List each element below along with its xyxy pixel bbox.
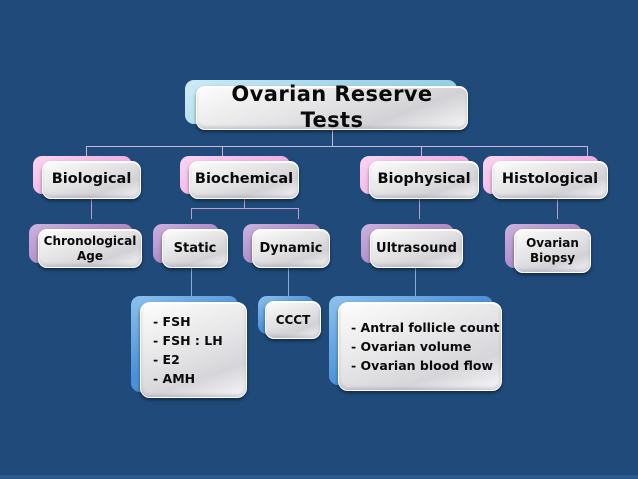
biophysical-node[interactable]: Biophysical bbox=[369, 161, 479, 199]
list-item: - FSH bbox=[153, 314, 191, 329]
list-item: - Ovarian volume bbox=[351, 339, 472, 354]
connector-histological-to-ovarian-biopsy bbox=[557, 199, 558, 219]
list-item: - E2 bbox=[153, 352, 180, 367]
title-node[interactable]: Ovarian Reserve Tests bbox=[196, 82, 468, 132]
connector-to-biophysical bbox=[421, 146, 422, 159]
connector-to-static bbox=[191, 208, 192, 219]
list-item: - Antral follicle count bbox=[351, 320, 500, 335]
connector-to-histological bbox=[587, 146, 588, 159]
dynamic-node[interactable]: Dynamic bbox=[252, 229, 330, 268]
connector-dynamic-to-ccct bbox=[288, 268, 289, 298]
connector-biochemical-bus bbox=[191, 208, 298, 209]
connector-to-dynamic bbox=[298, 208, 299, 219]
connector-ultrasound-to-tests bbox=[415, 268, 416, 298]
connector-biophysical-to-ultrasound bbox=[419, 199, 420, 219]
ultrasound-tests-list[interactable]: - Antral follicle count - Ovarian volume… bbox=[338, 302, 502, 391]
ccct-node[interactable]: CCCT bbox=[265, 301, 321, 339]
ovarian-biopsy-line-2: Biopsy bbox=[529, 251, 576, 265]
chronological-age-line-2: Age bbox=[76, 248, 103, 263]
connector-static-to-tests bbox=[191, 268, 192, 298]
list-item: - Ovarian blood flow bbox=[351, 358, 493, 373]
connector-title-stem bbox=[332, 130, 333, 146]
histological-node[interactable]: Histological bbox=[492, 161, 608, 199]
ovarian-biopsy-node[interactable]: Ovarian Biopsy bbox=[514, 229, 591, 273]
biochemical-node[interactable]: Biochemical bbox=[189, 161, 299, 199]
chronological-age-node[interactable]: Chronological Age bbox=[38, 229, 142, 268]
connector-biological-to-chronological-age bbox=[91, 199, 92, 219]
connector-to-biological bbox=[86, 146, 87, 159]
ultrasound-node[interactable]: Ultrasound bbox=[370, 229, 463, 268]
connector-biochemical-stem bbox=[244, 199, 245, 208]
static-tests-list[interactable]: - FSH - FSH : LH - E2 - AMH bbox=[140, 302, 247, 398]
connector-to-biochemical bbox=[222, 146, 223, 159]
list-item: - AMH bbox=[153, 371, 196, 386]
static-node[interactable]: Static bbox=[162, 229, 228, 268]
chronological-age-line-1: Chronological bbox=[43, 233, 137, 248]
list-item: - FSH : LH bbox=[153, 333, 223, 348]
ovarian-biopsy-line-1: Ovarian bbox=[526, 236, 579, 251]
biological-node[interactable]: Biological bbox=[42, 161, 141, 199]
connector-level2-bus bbox=[86, 146, 587, 147]
